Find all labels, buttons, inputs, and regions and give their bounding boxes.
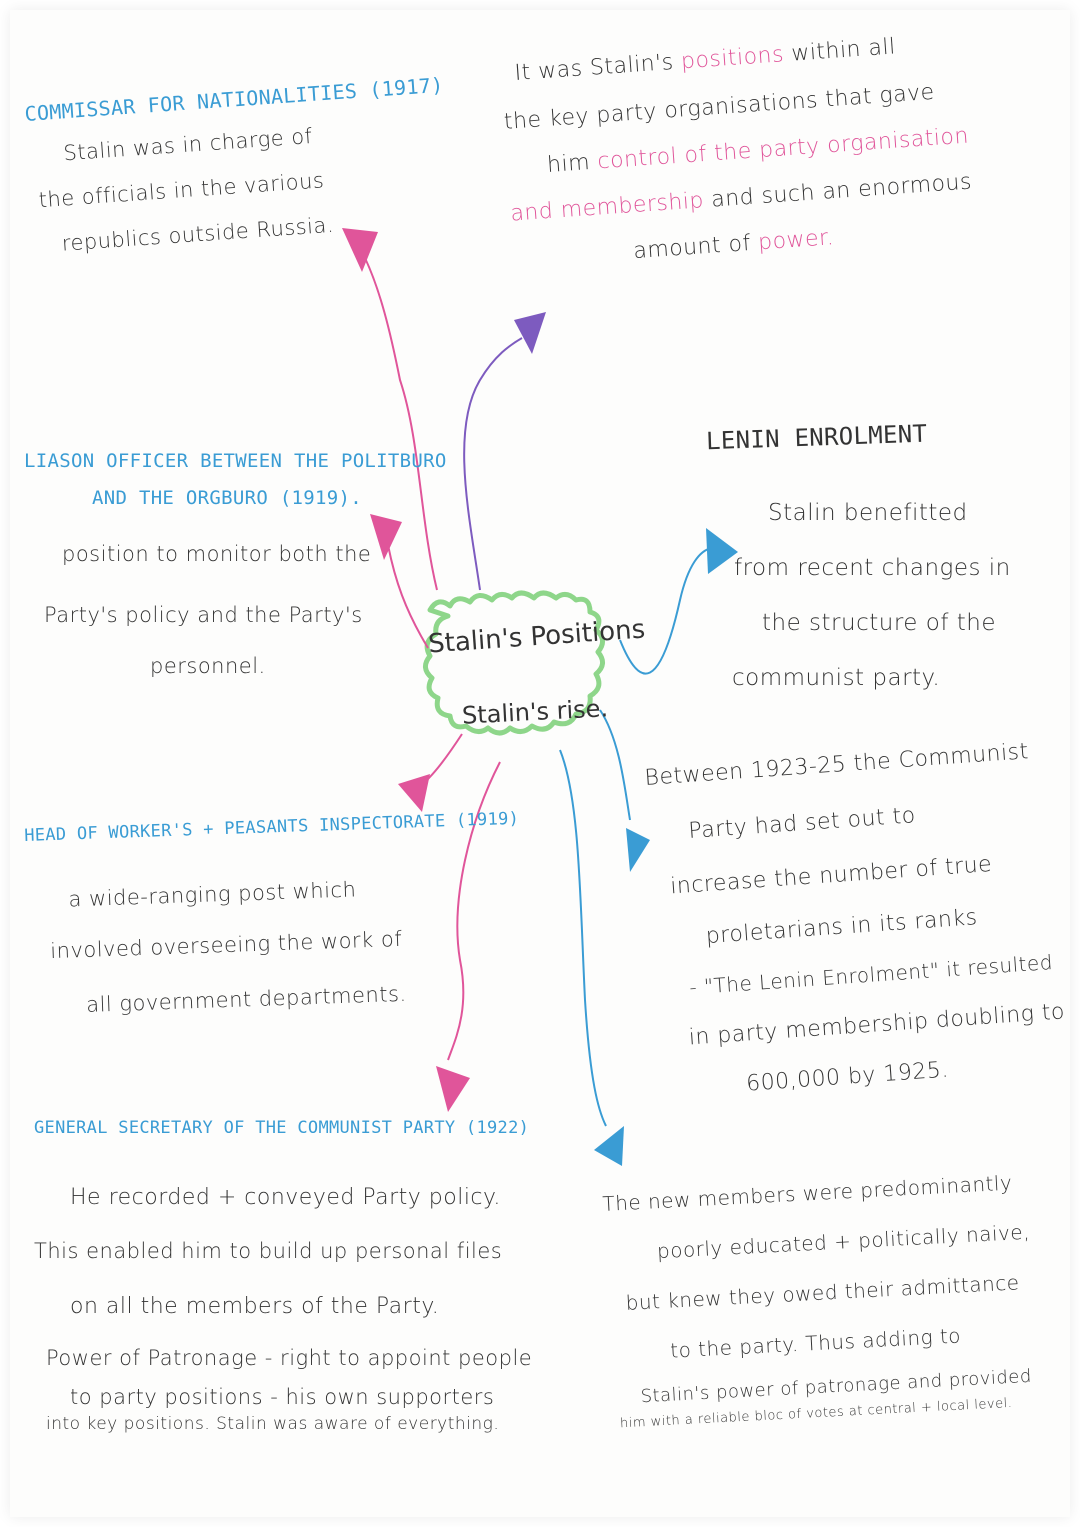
general-line: He recorded + conveyed Party policy. (70, 1185, 501, 1210)
lenin-line: from recent changes in (734, 555, 1011, 581)
arrow-intro (514, 312, 546, 354)
liaison-line: position to monitor both the (62, 542, 372, 566)
link-liaison (387, 544, 429, 649)
between-block: Between 1923-25 the Communist Party had … (644, 739, 1069, 1101)
lenin-line: communist party. (732, 665, 941, 691)
liaison-line: Party's policy and the Party's (44, 603, 363, 627)
general-line: Power of Patronage - right to appoint pe… (46, 1346, 533, 1370)
intro-line: the key party organisations that gave (503, 79, 936, 135)
intro-text: and such an enormous (710, 169, 973, 213)
members-line: but knew they owed their admittance (625, 1270, 1021, 1315)
liaison-line: personnel. (150, 654, 266, 678)
general-line: into key positions. Stalin was aware of … (46, 1414, 500, 1434)
commissar-line: Stalin was in charge of (62, 123, 314, 166)
liaison-heading-1: LIASON OFFICER BETWEEN THE POLITBURO (24, 450, 447, 472)
notes-page (10, 10, 1070, 1517)
arrow-lenin (706, 528, 738, 574)
center-cloud (423, 590, 605, 736)
arrow-between (626, 828, 650, 872)
between-line: Party had set out to (687, 803, 917, 845)
arrow-head (398, 774, 430, 812)
arrow-commissar (342, 228, 378, 272)
intro-text: him (546, 149, 591, 178)
general-block: GENERAL SECRETARY OF THE COMMUNIST PARTY… (34, 1120, 532, 1433)
commissar-line: the officials in the various (37, 168, 326, 213)
link-between (599, 709, 631, 821)
link-members (559, 749, 607, 1127)
intro-highlight: and membership (509, 188, 705, 227)
intro-line: him control of the party organisation (546, 123, 970, 178)
lenin-block: LENIN ENROLMENT Stalin benefitted from r… (706, 420, 1011, 691)
link-commissar (364, 257, 438, 591)
lenin-line: Stalin benefitted (768, 500, 968, 526)
members-line: poorly educated + politically naive, (656, 1219, 1031, 1264)
link-intro (463, 337, 523, 591)
head-block: HEAD OF WORKER'S + PEASANTS INSPECTORATE… (24, 809, 525, 1018)
intro-highlight: power. (757, 225, 835, 256)
liaison-block: LIASON OFFICER BETWEEN THE POLITBURO AND… (24, 452, 447, 677)
link-general (447, 761, 501, 1061)
intro-highlight: control of the party organisation (596, 123, 970, 175)
arrow-general (436, 1066, 470, 1112)
members-line: to the party. Thus adding to (669, 1323, 962, 1363)
between-line: increase the number of true (669, 851, 993, 900)
lenin-line: the structure of the (762, 610, 996, 636)
arrow-liaison (370, 514, 402, 560)
lenin-heading: LENIN ENROLMENT (705, 419, 928, 456)
between-line: in party membership doubling to (688, 999, 1066, 1051)
positions-intro-block: It was Stalin's positions within all the… (500, 32, 976, 272)
commissar-block: COMMISSAR FOR NATIONALITIES (1917) Stali… (24, 73, 453, 257)
head-line: involved overseeing the work of (49, 926, 403, 964)
members-block: The new members were predominantly poorl… (602, 1171, 1039, 1432)
liaison-heading-2: AND THE ORGBURO (1919). (92, 487, 362, 509)
general-line: This enabled him to build up personal fi… (34, 1239, 503, 1263)
arrow-members (594, 1126, 624, 1166)
head-line: a wide-ranging post which (68, 877, 357, 912)
general-line: on all the members of the Party. (70, 1294, 440, 1319)
between-line: proletarians in its ranks (705, 905, 979, 950)
intro-line: and membership and such an enormous (509, 169, 973, 227)
general-line: to party positions - his own supporters (70, 1385, 495, 1409)
between-line: - "The Lenin Enrolment" it resulted (688, 949, 1054, 1000)
general-heading: GENERAL SECRETARY OF THE COMMUNIST PARTY… (34, 1118, 530, 1138)
link-lenin (619, 547, 713, 675)
